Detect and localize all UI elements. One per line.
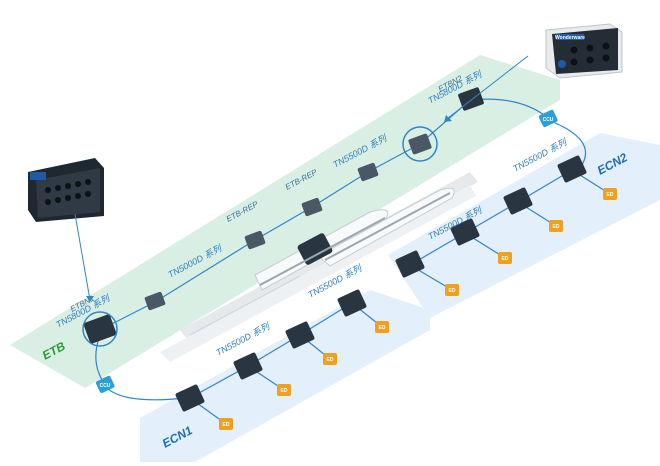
svg-text:ED: ED xyxy=(449,288,456,294)
svg-text:ED: ED xyxy=(379,325,386,331)
etbn1-switch xyxy=(82,311,118,347)
ecn2-switch-4 xyxy=(557,155,587,183)
svg-text:ED: ED xyxy=(502,256,509,262)
ecn1-band xyxy=(140,290,430,462)
ccu-tag-ecn2: CCU xyxy=(538,109,558,128)
etb-node-2 xyxy=(357,162,379,182)
ed-tag: ED xyxy=(375,321,389,333)
ed-tags: ED ED ED ED ED ED ED ED xyxy=(219,188,617,430)
etb-node-1 xyxy=(144,291,166,311)
ed-tag: ED xyxy=(277,384,291,396)
train-illustration xyxy=(160,172,478,362)
ed-tag: ED xyxy=(445,284,459,296)
svg-text:CCU: CCU xyxy=(543,117,554,123)
ecn2-switch-1 xyxy=(395,250,425,278)
ecn2-band xyxy=(388,133,660,318)
svg-text:ED: ED xyxy=(607,192,614,198)
ecn1-switch-4 xyxy=(337,289,367,317)
etb-rep-node-1 xyxy=(244,230,266,250)
ecn1-switch-2 xyxy=(233,352,263,380)
etb-highlight-node xyxy=(402,126,438,162)
svg-text:ED: ED xyxy=(281,388,288,394)
ed-tag: ED xyxy=(219,418,233,430)
svg-text:Wonderware: Wonderware xyxy=(555,35,585,41)
product-photo-right: Wonderware xyxy=(444,23,623,122)
ed-tag: ED xyxy=(323,353,337,365)
etb-rep-node-2 xyxy=(301,197,323,217)
ecn1-switch-1 xyxy=(175,384,205,412)
ed-tag: ED xyxy=(549,220,563,232)
ed-tag: ED xyxy=(498,252,512,264)
ecn1-switch-3 xyxy=(285,321,315,349)
ccu-tag-ecn1: CCU xyxy=(95,375,115,394)
ecn2-switch-2 xyxy=(450,218,480,246)
product-photo-left xyxy=(28,158,104,302)
svg-text:ED: ED xyxy=(327,357,334,363)
ecn2-switch-3 xyxy=(503,187,533,215)
svg-text:ED: ED xyxy=(553,224,560,230)
ed-tag: ED xyxy=(603,188,617,200)
svg-text:ED: ED xyxy=(223,422,230,428)
svg-text:CCU: CCU xyxy=(100,383,111,389)
